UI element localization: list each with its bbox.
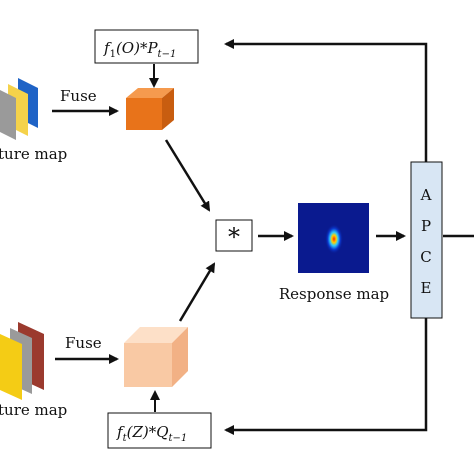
feature-map-stack-bottom [0,322,44,400]
formula-top-body: (O)*P [116,39,159,57]
formula-top-sub1: 1 [110,49,116,60]
apce-letter-p: P [421,217,431,235]
formula-bottom-body: (Z)*Q [127,423,169,441]
apce-letter-c: C [420,248,431,266]
formula-box-bottom: ft(Z)*Qt−1 [107,412,212,449]
formula-top-prefix: f [103,39,112,57]
fuse-label-top: Fuse [60,87,97,105]
formula-bottom-sub2: t−1 [169,433,188,444]
feature-map-stack-top [0,78,38,140]
feedback-line-bottom [224,318,428,435]
correlation-symbol: * [228,223,240,251]
fuse-label-bottom: Fuse [65,334,102,352]
fused-feature-cube-bottom [124,327,188,387]
apce-letter-e: E [421,279,432,297]
arrow-top-cube-to-conv [164,139,211,212]
feature-map-label-bottom: ture map [0,401,67,419]
formula-box-top: f1(O)*Pt−1 [94,29,199,64]
svg-text:ft(Z)*Qt−1: ft(Z)*Qt−1 [116,423,187,444]
arrow-bottom-cube-to-conv [178,262,216,322]
apce-letter-a: A [420,186,432,204]
feature-layer-gray [0,90,16,140]
formula-bottom-prefix: f [116,423,125,441]
fused-feature-cube-top [126,88,174,130]
formula-bottom-sub1: t [123,433,128,444]
correlation-operator-box: * [215,219,253,252]
svg-text:f1(O)*Pt−1: f1(O)*Pt−1 [103,39,176,60]
response-map-image [298,203,369,273]
feedback-line-top [224,39,428,162]
feature-layer-yellow-bottom [0,334,22,400]
response-map-label: Response map [279,285,389,303]
feature-map-label-top: ture map [0,145,67,163]
apce-block: A P C E [410,161,443,319]
formula-top-sub2: t−1 [158,49,177,60]
